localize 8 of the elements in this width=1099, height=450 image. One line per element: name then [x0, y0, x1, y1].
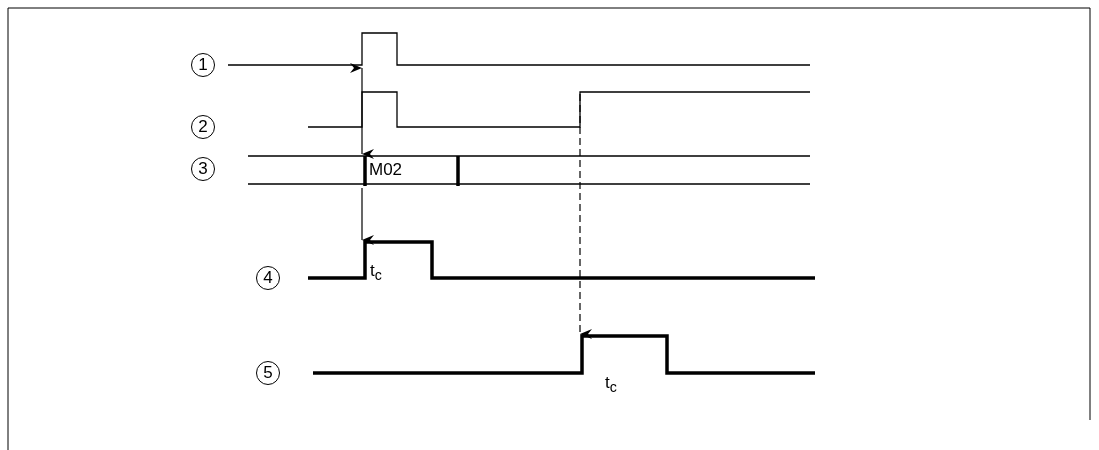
callout-number: 1 — [191, 53, 215, 77]
callout-number: 3 — [191, 157, 215, 181]
callout-number: 4 — [256, 266, 280, 290]
time-label: t$_{c}$ — [370, 262, 382, 285]
callout-number: 2 — [191, 115, 215, 139]
time-label: t$_{c}$ — [605, 374, 617, 397]
bus-value-label: M02 — [369, 161, 403, 179]
callout-number: 5 — [256, 361, 280, 385]
